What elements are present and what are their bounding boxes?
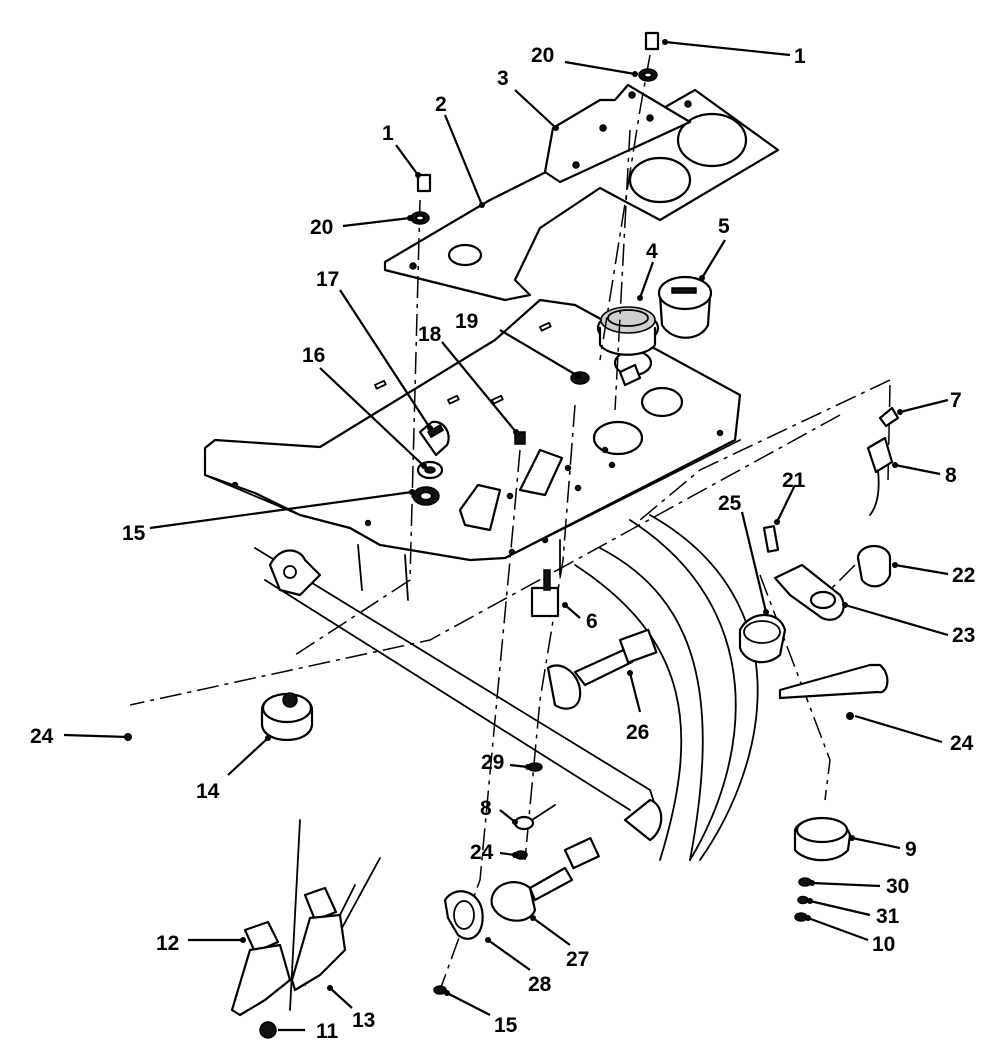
callout-22: 22 xyxy=(952,564,975,587)
screw-part-21 xyxy=(762,525,780,553)
callout-23: 23 xyxy=(952,624,975,647)
callout-19: 19 xyxy=(455,310,478,333)
switch-assembly-part-12-13 xyxy=(230,819,381,1039)
frame-tubes xyxy=(254,514,759,861)
callout-24-lower: 24 xyxy=(470,841,494,864)
buzzer-part-25 xyxy=(738,614,787,664)
callout-9: 9 xyxy=(905,838,917,861)
key-switch-part-17 xyxy=(418,420,450,457)
callout-1-top: 1 xyxy=(794,45,806,68)
callout-25: 25 xyxy=(718,492,742,515)
callout-11: 11 xyxy=(316,1020,339,1043)
callout-16: 16 xyxy=(302,344,325,367)
callout-28: 28 xyxy=(528,973,552,996)
callout-8-right: 8 xyxy=(945,464,957,487)
callout-20-left: 20 xyxy=(310,216,333,239)
bracket-arm xyxy=(778,663,889,700)
callout-24-left: 24 xyxy=(30,725,54,748)
callout-20-top: 20 xyxy=(531,44,554,67)
callout-21: 21 xyxy=(782,469,806,492)
dash-panel xyxy=(203,298,742,562)
callout-29: 29 xyxy=(481,751,504,774)
leader-lines xyxy=(63,39,949,1032)
callout-5: 5 xyxy=(718,215,730,238)
knob-part-9 xyxy=(793,816,852,862)
harness-part-27 xyxy=(490,837,600,922)
callout-26: 26 xyxy=(626,721,649,744)
callout-7: 7 xyxy=(950,389,962,412)
callout-15-lower: 15 xyxy=(494,1014,518,1037)
callout-10: 10 xyxy=(872,933,895,956)
callout-2: 2 xyxy=(435,93,447,116)
callout-12: 12 xyxy=(156,932,179,955)
callout-31: 31 xyxy=(876,905,900,928)
ignition-switch-part-14 xyxy=(260,692,314,742)
callout-4: 4 xyxy=(646,240,658,263)
callout-13: 13 xyxy=(352,1009,375,1032)
small-stack-29-8-24 xyxy=(433,762,556,995)
callout-24-right: 24 xyxy=(950,732,974,755)
gauge-part-5 xyxy=(657,275,713,339)
callout-15-upper: 15 xyxy=(122,522,146,545)
toggle-switch-part-6 xyxy=(530,569,560,618)
screws-part-1-and-washers-part-20 xyxy=(410,31,660,225)
gauge-part-4 xyxy=(596,306,660,356)
callout-8-lower: 8 xyxy=(480,797,492,820)
relay-part-26 xyxy=(546,628,658,710)
clamp-part-28 xyxy=(443,890,484,940)
panel-slots xyxy=(374,321,552,405)
connector-part-7-8 xyxy=(866,406,900,516)
callout-18: 18 xyxy=(418,323,442,346)
bracket-plate-part-3 xyxy=(543,83,692,184)
bolt-part-18 xyxy=(514,431,526,445)
callout-14: 14 xyxy=(196,780,220,803)
panel-holes xyxy=(231,429,724,556)
callout-30: 30 xyxy=(886,875,909,898)
callout-6: 6 xyxy=(586,610,598,633)
washer-part-15-upper xyxy=(412,486,440,506)
ring-part-22 xyxy=(856,544,892,588)
callout-labels: 1 1 2 3 4 5 6 7 8 8 9 10 11 12 13 14 15 … xyxy=(30,44,975,1043)
callout-3: 3 xyxy=(497,67,509,90)
callout-17: 17 xyxy=(316,268,339,291)
callout-1-left: 1 xyxy=(382,122,394,145)
bracket-part-23 xyxy=(773,563,845,621)
callout-27: 27 xyxy=(566,948,589,971)
